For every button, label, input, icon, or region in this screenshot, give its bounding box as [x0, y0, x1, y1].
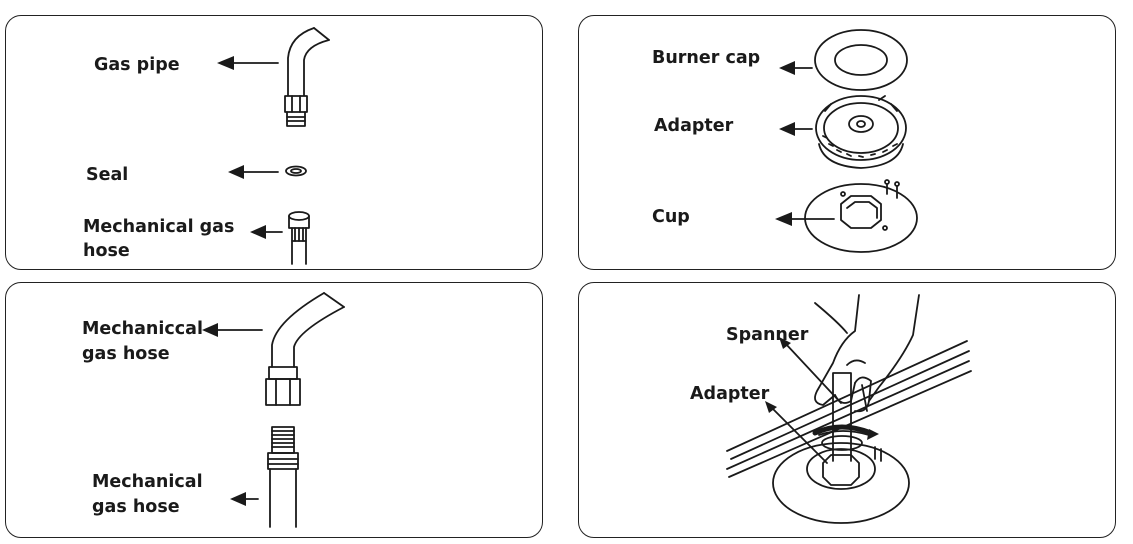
- panel-spanner-adapter: Spanner Adapter: [578, 282, 1116, 538]
- spanner-drawing: [818, 372, 870, 462]
- lower-hose-drawing: [267, 426, 299, 528]
- adapter-label: Adapter: [654, 116, 734, 136]
- hose-connection-illustration: [202, 292, 345, 528]
- mechanical-gas-hose-top-label-line2: gas hose: [82, 344, 170, 364]
- burner-assembly-illustration: [775, 29, 918, 253]
- seal-label: Seal: [86, 165, 129, 185]
- adapter-drawing: [815, 95, 907, 169]
- panel-burner-assembly: Burner cap Adapter Cup: [578, 15, 1116, 270]
- mechanical-gas-hose-top-label-line1: Mechaniccal: [82, 319, 203, 339]
- mechanical-gas-hose-bottom-label-line1: Mechanical: [92, 472, 203, 492]
- mechanical-gas-hose-drawing: [288, 211, 310, 265]
- panel-gas-pipe-seal-hose: Gas pipe Seal Mechanical gas hose: [5, 15, 543, 270]
- adapter-label: Adapter: [690, 384, 770, 404]
- burner-base-drawing: [772, 442, 910, 524]
- burner-cap-drawing: [814, 29, 908, 91]
- spanner-label: Spanner: [726, 325, 809, 345]
- seal-drawing: [285, 165, 307, 177]
- adapter-leader-line: [770, 406, 828, 464]
- upper-hose-drawing: [265, 292, 345, 406]
- gas-pipe-label: Gas pipe: [94, 55, 180, 75]
- gas-pipe-seal-hose-illustration: [217, 27, 330, 265]
- rotation-arrow: [812, 424, 874, 436]
- spanner-leader-line: [784, 342, 842, 404]
- mechanical-gas-hose-label-line2: hose: [83, 241, 130, 261]
- panel-hose-connection: Mechaniccal gas hose Mechanical gas hose: [5, 282, 543, 538]
- mechanical-gas-hose-label-line1: Mechanical gas: [83, 217, 235, 237]
- cup-drawing: [804, 179, 918, 253]
- hob-rail-drawing: [726, 340, 972, 478]
- gas-pipe-drawing: [284, 27, 330, 127]
- cup-label: Cup: [652, 207, 690, 227]
- burner-cap-label: Burner cap: [652, 48, 761, 68]
- mechanical-gas-hose-bottom-label-line2: gas hose: [92, 497, 180, 517]
- hand-drawing: [814, 294, 920, 413]
- spanner-adapter-illustration: [726, 294, 972, 524]
